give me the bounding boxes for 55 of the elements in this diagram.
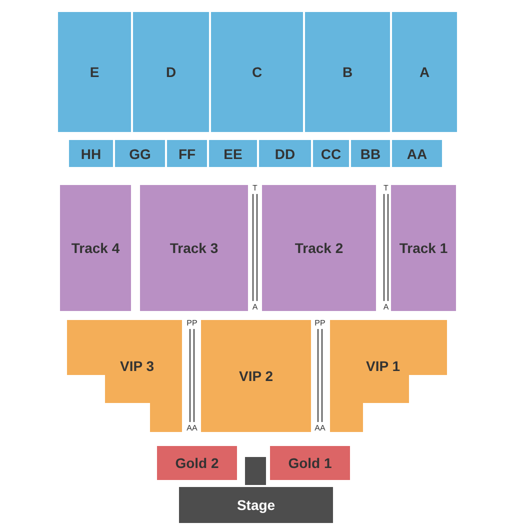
- seating-section: [67, 320, 182, 432]
- section-label: VIP 2: [239, 368, 273, 384]
- aisle-label: PP: [186, 318, 198, 328]
- seating-section: [351, 140, 390, 167]
- section-label: FF: [178, 146, 196, 162]
- seating-section: [211, 12, 303, 132]
- section-label: B: [342, 64, 353, 80]
- seating-section: [391, 185, 456, 311]
- seating-section: [313, 140, 349, 167]
- section-label: A: [419, 64, 430, 80]
- section-label: HH: [80, 146, 102, 162]
- stage-extension: [245, 457, 266, 485]
- seating-section: [270, 446, 350, 480]
- seating-section: [69, 140, 113, 167]
- seating-section: [305, 12, 390, 132]
- section-label: BB: [360, 146, 381, 162]
- section-label: VIP 1: [366, 358, 400, 374]
- seating-section: [140, 185, 248, 311]
- section-label: CC: [320, 146, 342, 162]
- aisle-label: T: [384, 184, 388, 192]
- seating-section: [259, 140, 311, 167]
- aisle-label: T: [252, 184, 258, 192]
- aisle-label: AA: [314, 424, 326, 432]
- section-label: C: [252, 64, 262, 80]
- section-label: Track 3: [170, 240, 218, 256]
- aisle-label: AA: [186, 424, 198, 432]
- stage-block: [179, 487, 333, 523]
- seating-section: [392, 12, 457, 132]
- section-label: DD: [274, 146, 296, 162]
- seating-section: [60, 185, 131, 311]
- section-label: GG: [129, 146, 151, 162]
- seating-section: [330, 320, 447, 432]
- section-label: Track 4: [71, 240, 120, 256]
- section-label: EE: [224, 146, 242, 162]
- seating-section: [392, 140, 442, 167]
- seating-section: [58, 12, 131, 132]
- section-label: Track 1: [399, 240, 448, 256]
- section-label: AA: [406, 146, 428, 162]
- seating-section: [201, 320, 311, 432]
- aisle-label: PP: [314, 318, 326, 328]
- aisle-label: A: [383, 302, 389, 312]
- seating-section: [167, 140, 207, 167]
- section-label: VIP 3: [120, 358, 154, 374]
- seating-section: [133, 12, 209, 132]
- section-label: Gold 2: [175, 455, 219, 471]
- section-label: Track 2: [294, 240, 344, 256]
- aisle-label: A: [252, 302, 258, 312]
- seating-section: [115, 140, 165, 167]
- seating-section: [157, 446, 237, 480]
- section-label: D: [166, 64, 176, 80]
- section-label: Stage: [236, 497, 276, 513]
- seating-section: [262, 185, 376, 311]
- section-label: Gold 1: [288, 455, 332, 471]
- seating-section: [209, 140, 257, 167]
- section-label: E: [90, 64, 100, 80]
